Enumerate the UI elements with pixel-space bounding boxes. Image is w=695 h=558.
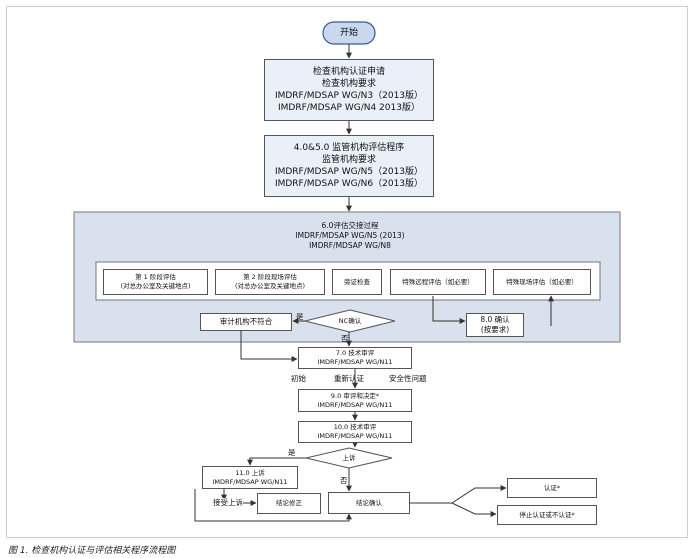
appeal-label: 上诉 (324, 452, 374, 464)
appeal-11-box: 11.0 上诉 IMDRF/MDSAP WG/N11 (202, 466, 298, 489)
region-title-line-1: 6.0评估交接过程 (321, 221, 379, 230)
tech-review-7-box: 7.0 技术审评 IMDRF/MDSAP WG/N11 (298, 347, 412, 369)
nc-yes-label: 是 (296, 312, 304, 321)
witness-box: 旁证检查 (332, 269, 382, 295)
stage1-line-2: (对总办公室及关键地点) (120, 282, 191, 290)
certify-text: 认证* (543, 483, 561, 492)
conclusion-confirm-text: 结论确认 (356, 498, 382, 507)
witness-text: 旁证检查 (344, 277, 370, 286)
appeal-no-label: 否 (340, 476, 348, 485)
special-remote-box: 特殊远程评估（如必要） (390, 269, 486, 295)
nc-confirm-text: NC确认 (338, 316, 362, 325)
tech-review-7-line-2: IMDRF/MDSAP WG/N11 (317, 358, 393, 366)
certify-box: 认证* (507, 478, 597, 498)
stage1-box: 第 1 阶段评估 (对总办公室及关键地点) (103, 269, 208, 295)
confirm8-box: 8.0 确认 (按要求) (466, 313, 524, 337)
review-decision-9-box: 9.0 审评和决定* IMDRF/MDSAP WG/N11 (298, 389, 412, 412)
conclusion-fix-text: 结论修正 (276, 499, 302, 507)
special-remote-text: 特殊远程评估（如必要） (402, 277, 474, 286)
start-text: 开始 (339, 28, 358, 38)
region-title-line-3: IMDRF/MDSAP WG/N8 (309, 241, 391, 250)
application-line-1: 检查机构认证申请 (312, 67, 385, 77)
regulator-line-4: IMDRF/MDSAP WG/N6（2013版） (274, 179, 424, 189)
tech-review-7-line-1: 7.0 技术审评 (335, 349, 375, 357)
review-9-line-1: 9.0 审评和决定* (330, 391, 380, 400)
conclusion-fix-box: 结论修正 (257, 493, 321, 514)
nc-no-label: 否 (341, 334, 349, 343)
confirm8-line-1: 8.0 确认 (480, 315, 510, 324)
figure-caption: 图 1. 检查机构认证与评估相关程序流程图 (8, 546, 176, 556)
special-onsite-text: 特殊现场评估（如必要） (506, 277, 578, 286)
nc-confirm-diamond (304, 309, 396, 333)
confirm8-line-2: (按要求) (480, 325, 510, 334)
regulator-line-2: 监管机构要求 (321, 155, 376, 165)
region-title-line-2: IMDRF/MDSAP WG/N5 (2013) (295, 231, 405, 240)
application-line-2: 检查机构要求 (321, 79, 376, 89)
tech-review-10-line-1: 10.0 技术审评 (333, 423, 377, 431)
regulator-line-1: 4.0&5.0 监管机构评估程序 (293, 143, 405, 153)
accept-appeal-label: 接受上诉 (213, 498, 243, 508)
regulator-line-3: IMDRF/MDSAP WG/N5（2013版） (274, 167, 424, 177)
conclusion-confirm-box: 结论确认 (328, 492, 410, 514)
application-line-3: IMDRF/MDSAP WG/N3（2013版） (274, 91, 424, 101)
regulator-assessment-box: 4.0&5.0 监管机构评估程序 监管机构要求 IMDRF/MDSAP WG/N… (264, 135, 434, 197)
nonconformity-box: 审计机构不符合 (200, 313, 292, 331)
figure-frame (6, 6, 688, 538)
stage2-line-2: (对总办公室及关键地点) (234, 282, 306, 290)
nc-confirm-label: NC确认 (320, 315, 380, 327)
review-9-line-2: IMDRF/MDSAP WG/N11 (317, 400, 393, 409)
stop-certify-box: 停止认证或不认证* (497, 505, 597, 525)
region-title: 6.0评估交接过程 IMDRF/MDSAP WG/N5 (2013) IMDRF… (250, 216, 450, 256)
appeal-11-line-1: 11.0 上诉 (235, 468, 265, 477)
initial-label: 初始 (291, 374, 306, 383)
appeal-text: 上诉 (342, 453, 356, 462)
application-box: 检查机构认证申请 检查机构要求 IMDRF/MDSAP WG/N3（2013版）… (264, 59, 434, 121)
stage2-box: 第 2 阶段现场评估 (对总办公室及关键地点) (215, 269, 325, 295)
nonconformity-text: 审计机构不符合 (219, 317, 273, 326)
application-line-4: IMDRF/MDSAP WG/N4 2013版） (278, 103, 420, 113)
start-label: 开始 (323, 22, 375, 44)
tech-review-10-box: 10.0 技术审评 IMDRF/MDSAP WG/N11 (298, 421, 412, 443)
stage1-line-1: 第 1 阶段评估 (135, 273, 176, 281)
stop-certify-text: 停止认证或不认证* (519, 510, 575, 519)
tech-review-10-line-2: IMDRF/MDSAP WG/N11 (317, 432, 393, 440)
special-onsite-box: 特殊现场评估（如必要） (493, 269, 591, 295)
recert-label: 重新认证 (334, 374, 364, 383)
appeal-yes-label: 是 (288, 448, 296, 457)
appeal-11-line-2: IMDRF/MDSAP WG/N11 (212, 477, 288, 486)
stage2-line-1: 第 2 阶段现场评估 (243, 273, 297, 281)
safety-label: 安全性问题 (389, 374, 427, 383)
